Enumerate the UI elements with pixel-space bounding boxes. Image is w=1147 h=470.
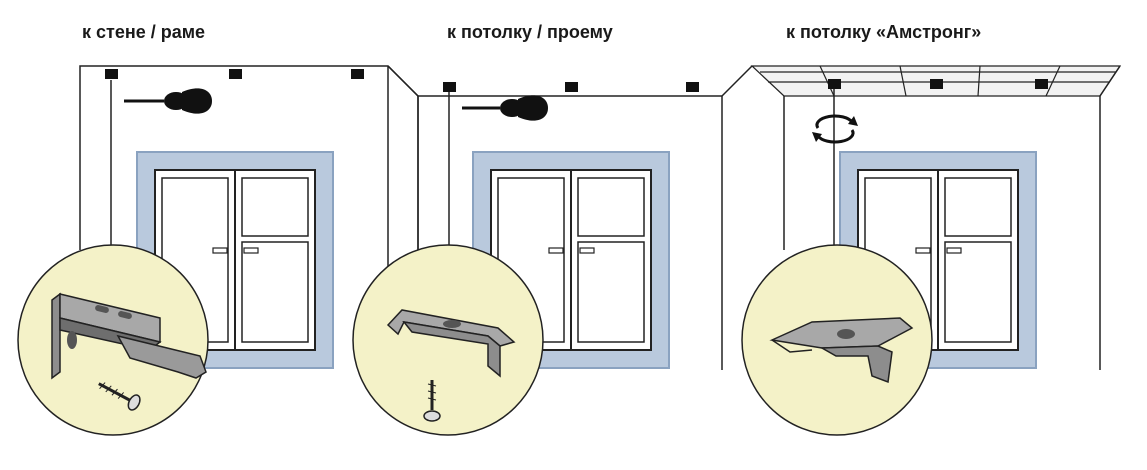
panel-title-ceiling: к потолку / проему — [447, 22, 613, 42]
screwdriver-icon — [124, 88, 212, 114]
ceiling-brackets — [443, 82, 699, 92]
panel-wall — [17, 65, 419, 436]
panel-title-armstrong: к потолку «Амстронг» — [786, 22, 982, 42]
ceiling-outline — [387, 65, 753, 370]
armstrong-walls — [783, 65, 1121, 370]
zoom-circle-ceiling — [352, 244, 544, 436]
panel-title-wall: к стене / раме — [82, 22, 206, 42]
screwdriver-icon — [462, 95, 548, 121]
rotate-icon — [812, 114, 858, 144]
screw-icon — [423, 380, 441, 422]
armstrong-brackets — [828, 79, 1048, 89]
zoom-circle-wall — [17, 244, 209, 436]
ceiling-bracket-icon — [386, 309, 516, 378]
wall-bracket-icon — [51, 292, 207, 380]
wall-brackets — [105, 69, 364, 79]
panel-armstrong — [741, 65, 1122, 436]
panel-ceiling — [352, 65, 753, 436]
zoom-circle-armstrong — [741, 244, 933, 436]
armstrong-clip-icon — [769, 317, 914, 384]
screw-icon — [98, 382, 141, 411]
